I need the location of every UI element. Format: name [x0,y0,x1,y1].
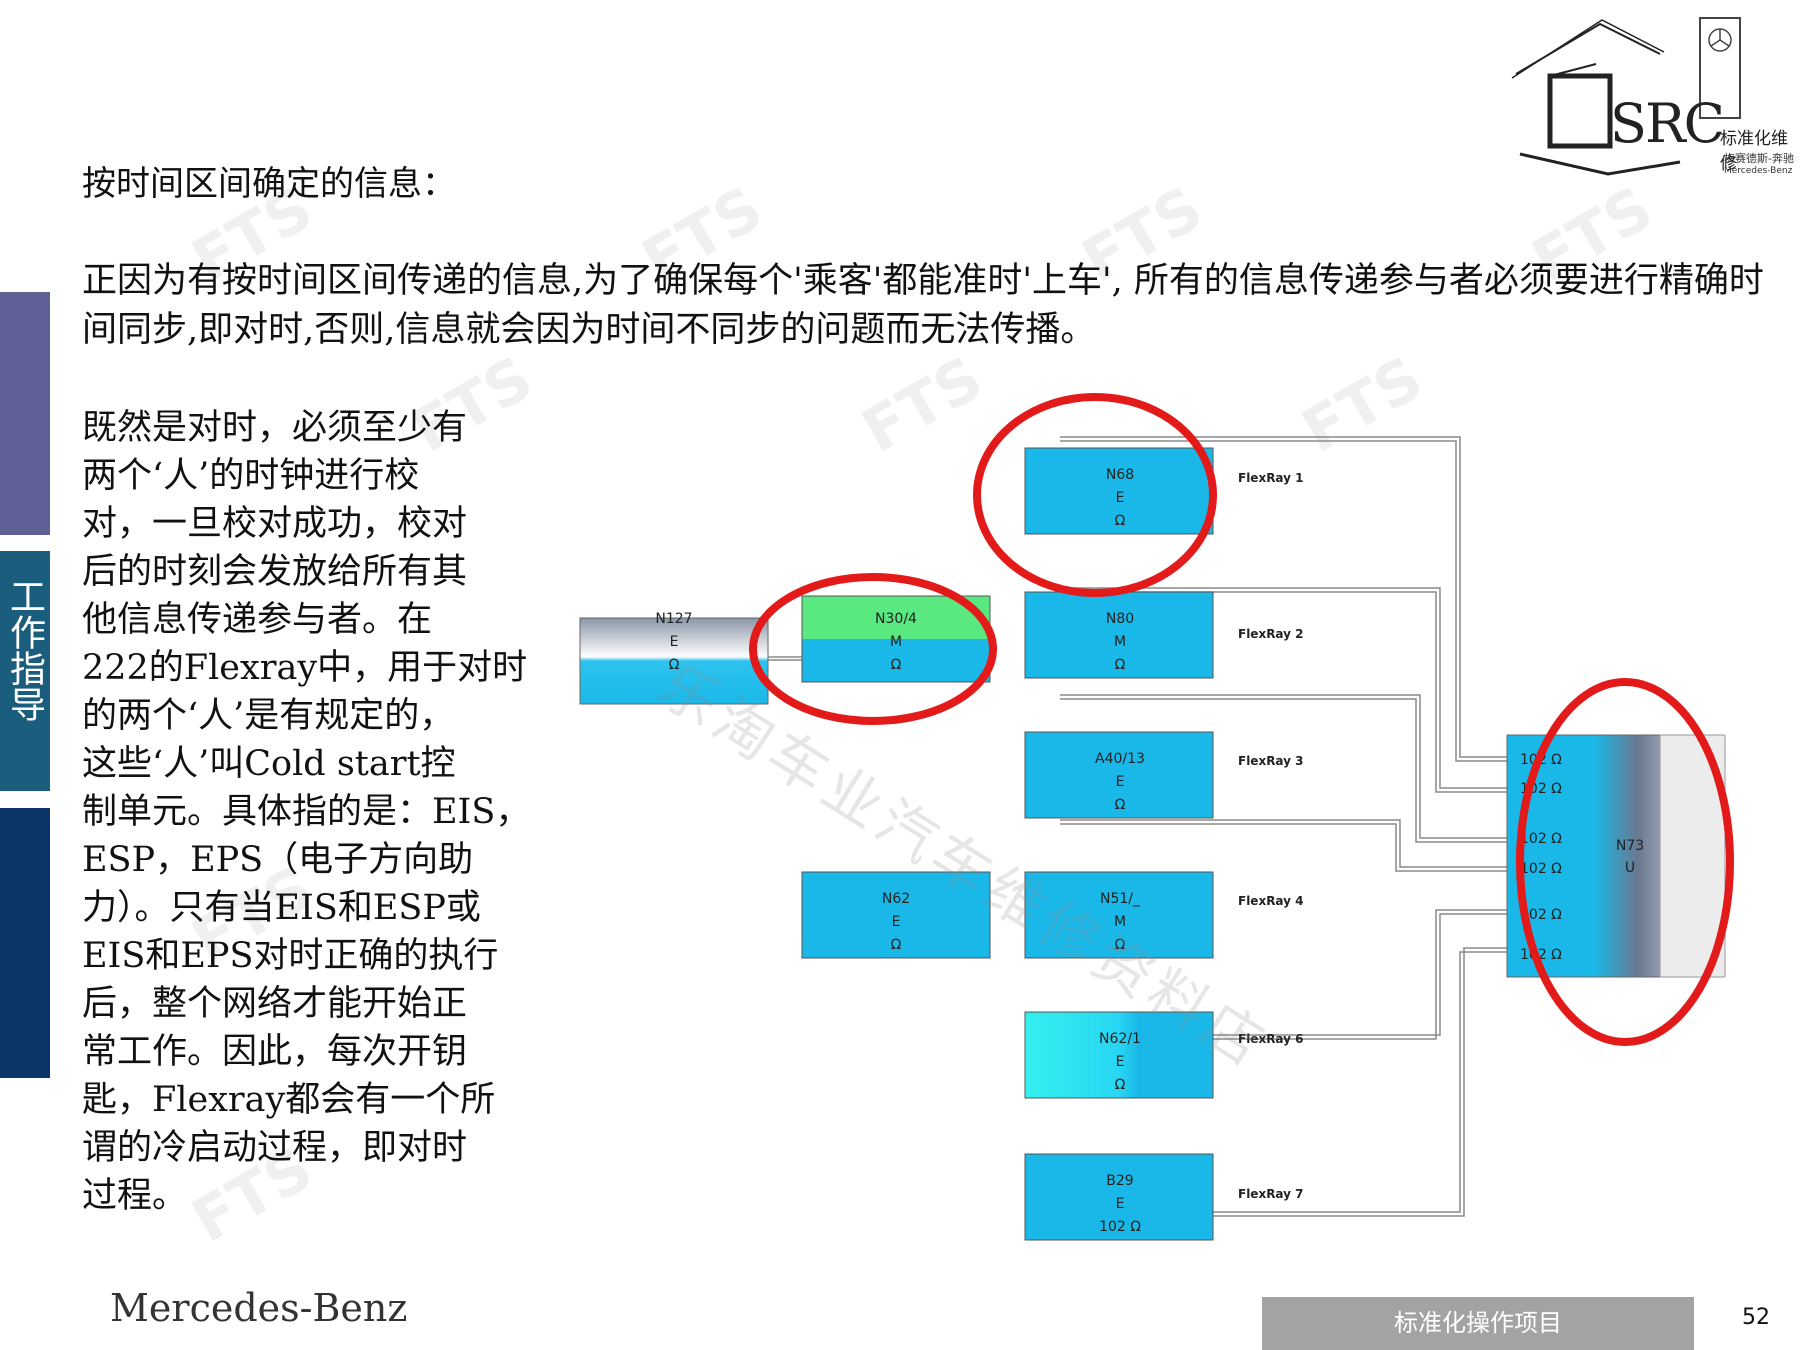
svg-text:FlexRay 7: FlexRay 7 [1238,1187,1304,1201]
paragraph-line: 对，一旦校对成功，校对 [82,504,468,544]
logo-cn-title: 标准化维修 [1720,129,1788,174]
svg-text:FlexRay 2: FlexRay 2 [1238,627,1304,641]
paragraph-line: 的两个‘人’是有规定的， [82,696,455,736]
paragraph-line: 两个‘人’的时钟进行校 [82,456,420,496]
svg-text:102 Ω: 102 Ω [1520,907,1562,923]
paragraph-line: ESP，EPS（电子方向助 [82,840,474,880]
paragraph-line: 匙，Flexray都会有一个所 [82,1080,496,1120]
paragraph-line: 这些‘人’叫Cold start控 [82,744,456,784]
footer-tag: 标准化操作项目 [1262,1297,1694,1350]
paragraph-line: 后的时刻会发放给所有其 [82,552,468,592]
sidebar-label: 工作指导 [4,578,45,722]
paragraph-line: 过程。 [82,1176,188,1216]
sidebar-bar-top [0,292,50,535]
section-heading: 按时间区间确定的信息： [82,164,456,204]
sidebar-bar-bottom [0,808,50,1078]
logo-en-sub: Mercedes-Benz [1724,166,1793,176]
logo-brand: SRC [1610,92,1725,155]
cold-start-paragraph: 既然是对时，必须至少有 两个‘人’的时钟进行校 对，一旦校对成功，校对 后的时刻… [82,404,562,1220]
svg-text:FlexRay 1: FlexRay 1 [1238,471,1304,485]
house-logo-icon [1511,17,1741,176]
sidebar-bar-active [0,551,50,791]
paragraph-line: 他信息传递参与者。在 [82,600,433,640]
paragraph-line: 制单元。具体指的是：EIS， [82,792,531,832]
svg-text:102 Ω: 102 Ω [1520,861,1562,877]
page-number: 52 [1742,1305,1770,1330]
svg-text:102 Ω: 102 Ω [1520,831,1562,847]
footer-brand: Mercedes-Benz [110,1286,408,1330]
paragraph-line: 谓的冷启动过程，即对时 [82,1128,468,1168]
svg-text:N30/4MΩ: N30/4MΩ [875,611,917,673]
wires [728,436,1520,1217]
paragraph-line: 常工作。因此，每次开钥 [82,1032,468,1072]
logo-cn-sub: 梅赛德斯-奔驰 [1724,152,1794,165]
intro-paragraph: 正因为有按时间区间传递的信息,为了确保每个'乘客'都能准时'上车', 所有的信息… [82,261,1764,350]
src-logo: SRC 标准化维修 梅赛德斯-奔驰 Mercedes-Benz [1510,14,1800,186]
svg-text:N62/1EΩ: N62/1EΩ [1099,1031,1141,1093]
paragraph-line: 力）。只有当EIS和ESP或 [82,888,481,928]
svg-text:FlexRay 4: FlexRay 4 [1238,894,1304,908]
svg-text:FlexRay 6: FlexRay 6 [1238,1032,1304,1046]
paragraph-line: 既然是对时，必须至少有 [82,408,468,448]
svg-text:N51/_MΩ: N51/_MΩ [1100,891,1141,953]
paragraph-line: EIS和EPS对时正确的执行 [82,936,499,976]
paragraph-line: 后，整个网络才能开始正 [82,984,468,1024]
svg-text:FlexRay 3: FlexRay 3 [1238,754,1304,768]
paragraph-line: 222的Flexray中，用于对时 [82,648,528,688]
